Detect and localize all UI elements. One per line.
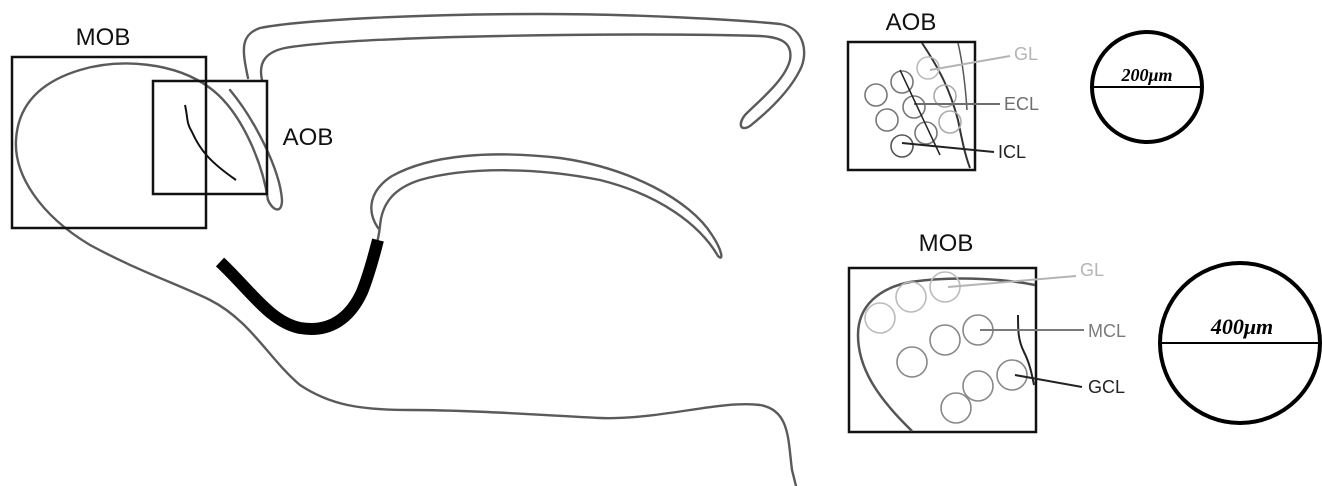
cell-circle (897, 347, 927, 377)
cell-circle (963, 371, 993, 401)
mob-inset: MOB GL MCL GCL (849, 230, 1126, 432)
aob-region-box (153, 81, 267, 194)
aob-scale-label: 200μm (1120, 65, 1172, 85)
aob-inset-edge (958, 43, 967, 110)
mob-inset-fiber (1018, 315, 1034, 385)
aob-inset-cells (865, 57, 961, 157)
mob-mcl-label: MCL (1088, 321, 1126, 341)
cell-circle (896, 282, 926, 312)
mob-inset-title: MOB (919, 230, 974, 257)
mob-inset-box (849, 268, 1036, 432)
aob-gl-leader (930, 56, 1010, 70)
cortex-outline (244, 14, 804, 128)
aob-gl-label: GL (1014, 44, 1038, 64)
cell-circle (865, 84, 887, 106)
brain-sagittal-section (16, 14, 804, 486)
hippocampus-outline (370, 154, 721, 260)
cell-circle (997, 360, 1027, 390)
aob-inset: AOB GL ECL ICL (848, 9, 1039, 170)
mob-region-label: MOB (76, 24, 131, 51)
cell-circle (930, 325, 960, 355)
cell-circle (865, 303, 895, 333)
aob-outline (230, 90, 282, 209)
mob-gcl-label: GCL (1088, 377, 1125, 397)
mob-gl-label: GL (1080, 260, 1104, 280)
aob-fiber-line (185, 105, 236, 180)
mob-scale-indicator: 400μm (1160, 263, 1320, 423)
aob-ecl-label: ECL (1004, 94, 1039, 114)
olfactory-tract (220, 240, 378, 329)
mob-scale-label: 400μm (1210, 314, 1273, 339)
cell-circle (876, 109, 898, 131)
cell-circle (941, 393, 971, 423)
aob-icl-label: ICL (998, 142, 1026, 162)
cell-circle (891, 135, 913, 157)
aob-inset-title: AOB (886, 9, 937, 36)
mob-inset-cells (865, 272, 1027, 423)
ventral-brain-outline (16, 64, 796, 486)
aob-region-label: AOB (283, 124, 334, 151)
aob-icl-leader (902, 143, 994, 152)
mob-region-box (12, 57, 206, 228)
aob-scale-indicator: 200μm (1092, 32, 1202, 142)
